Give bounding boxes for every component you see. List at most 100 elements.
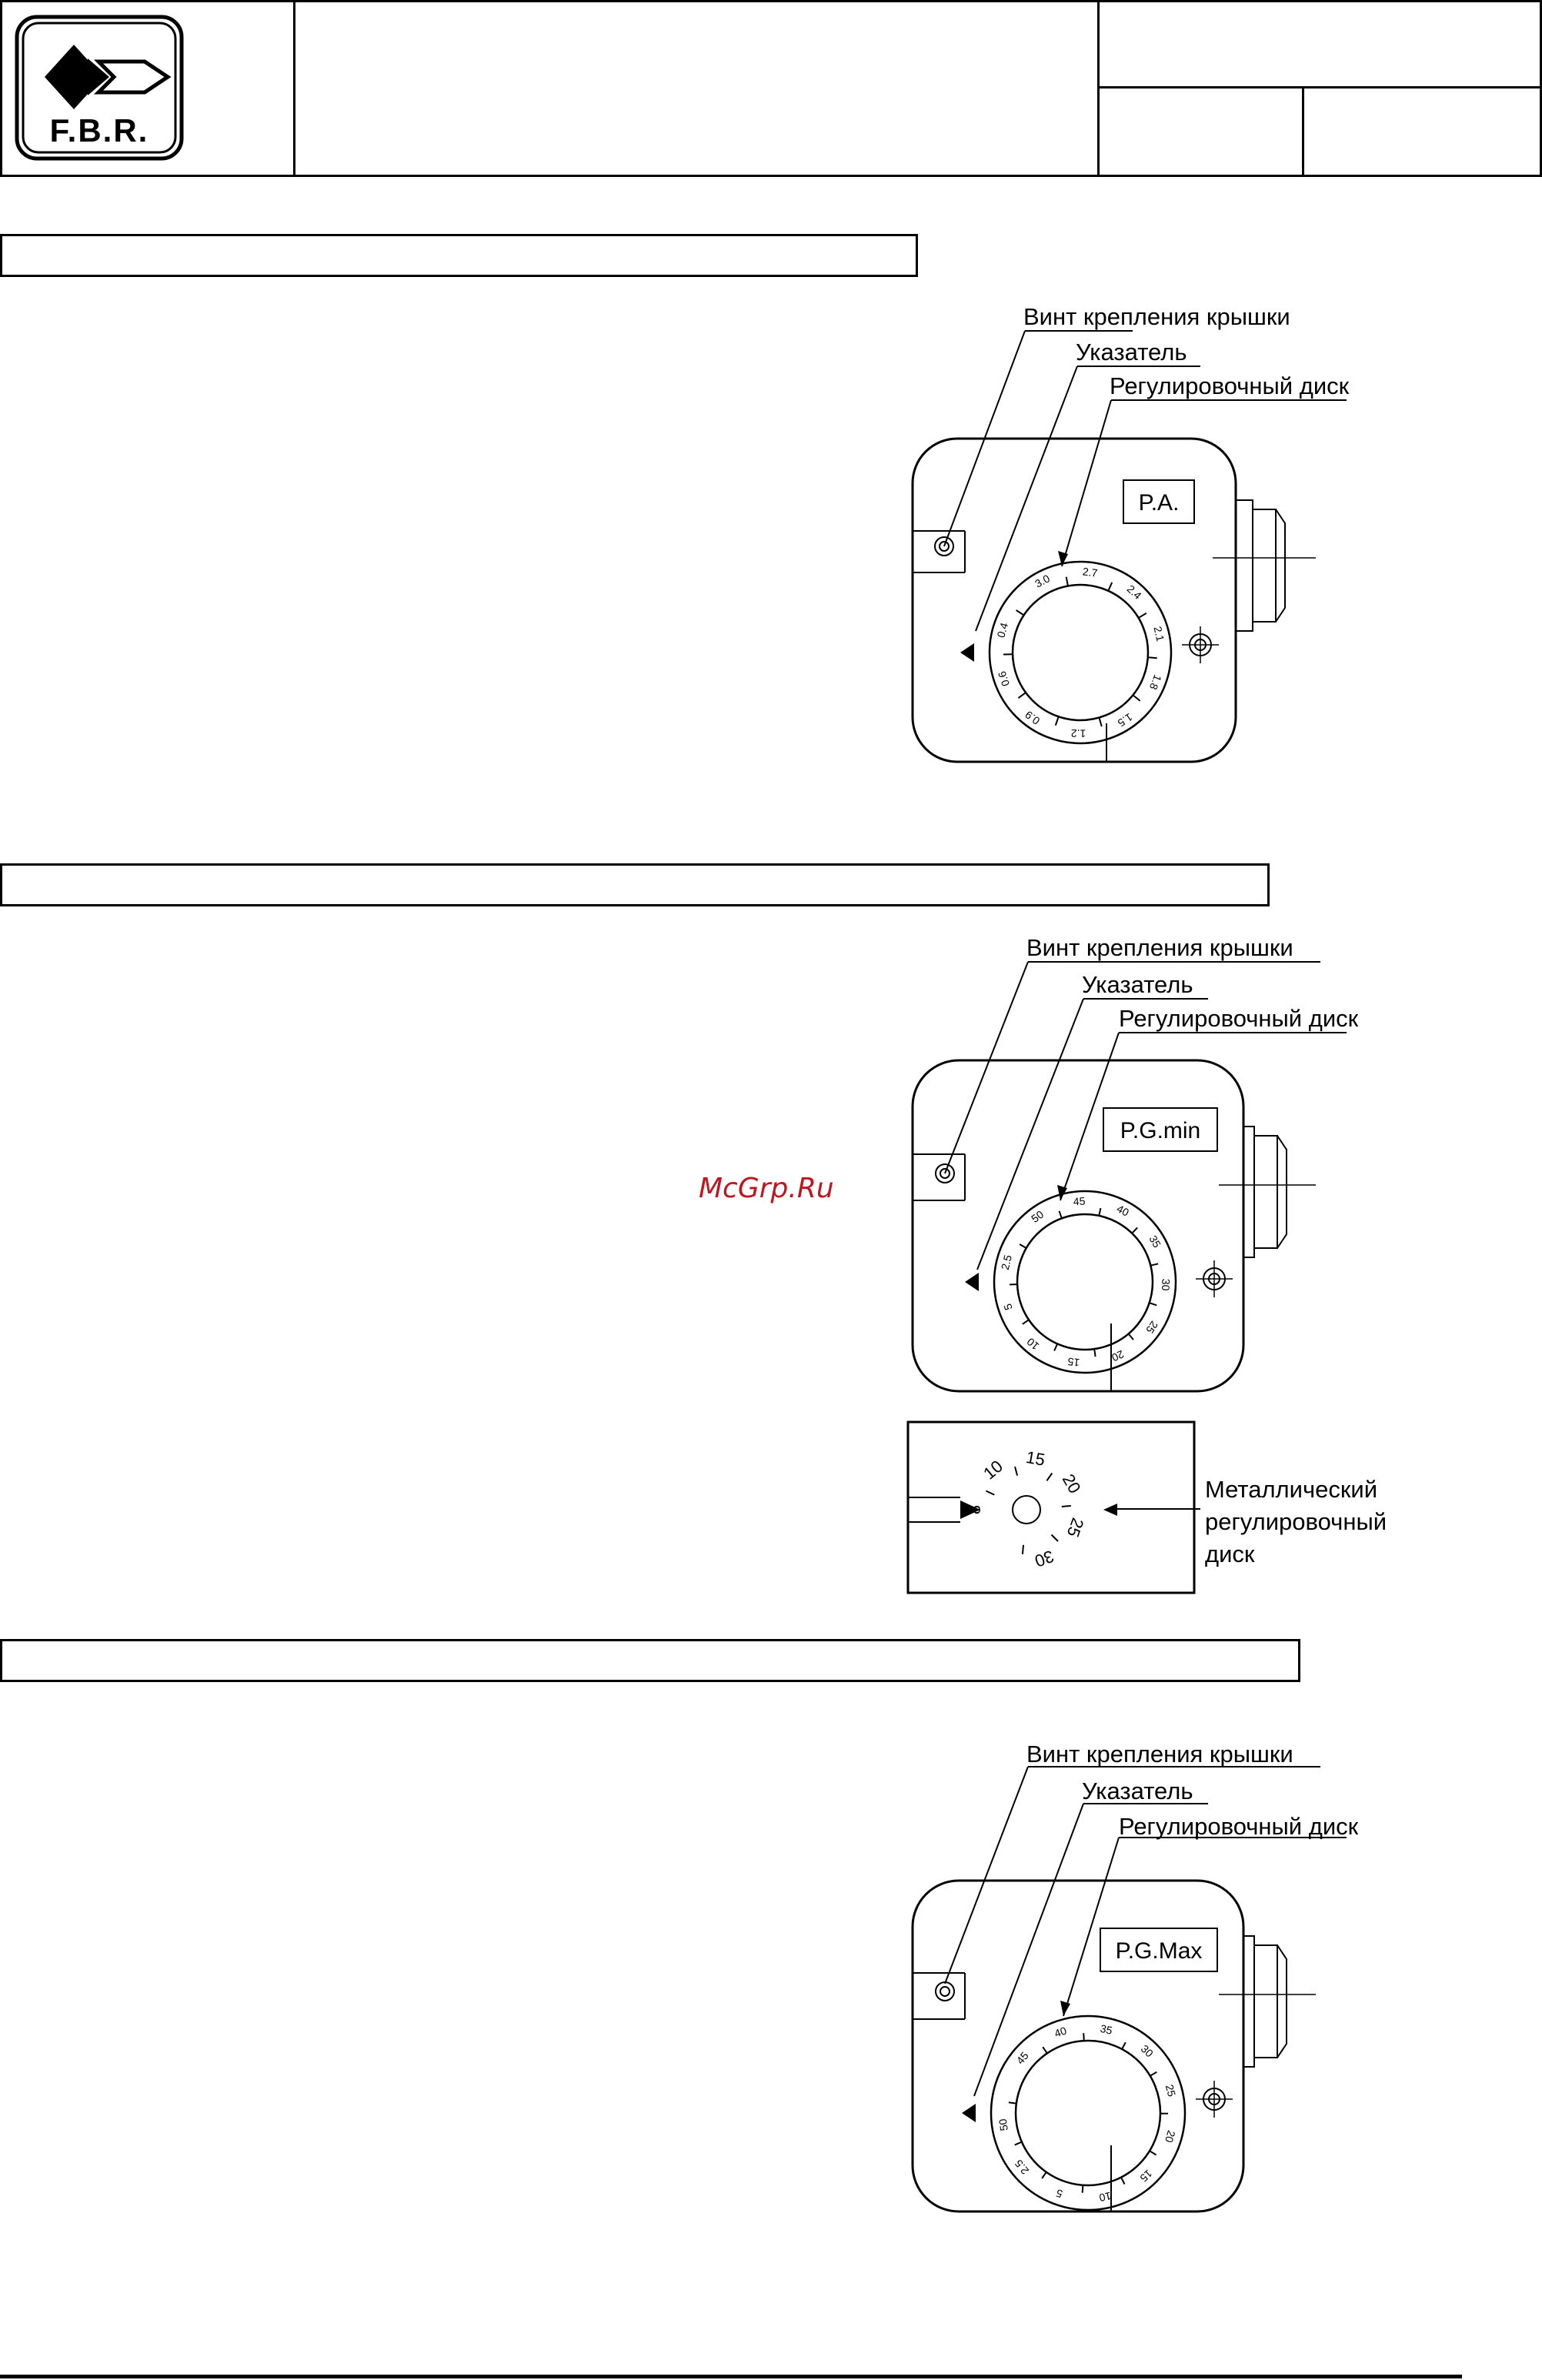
- dial-scale-label: 45: [1014, 2049, 1031, 2066]
- dial-scale-label: 10: [980, 1457, 1006, 1484]
- dial-tick: [985, 1490, 995, 1496]
- dial-tick: [1093, 1348, 1096, 1357]
- company-logo: F.B.R.: [14, 14, 185, 162]
- dial-tick: [1041, 2171, 1047, 2179]
- dial-tick: [1058, 1210, 1063, 1219]
- dial-scale-label: 40: [1053, 2025, 1068, 2040]
- header-frame: [0, 0, 1542, 177]
- label-metal-disc-3: диск: [1205, 1540, 1255, 1567]
- dial-scale-label: 2.5: [999, 1253, 1014, 1271]
- dial-tick: [1046, 1472, 1053, 1481]
- dial-tick: [1150, 1263, 1159, 1267]
- dial-tick: [1127, 1333, 1134, 1340]
- header-divider-3: [1097, 86, 1542, 88]
- dial-tick: [1147, 656, 1157, 659]
- label-screw-1: Винт крепления крышки: [1023, 303, 1290, 330]
- dial-scale-label: 20: [1110, 1348, 1126, 1364]
- dial-scale-label: 1.8: [1147, 673, 1164, 692]
- label-disc-3: Регулировочный диск: [1119, 1813, 1359, 1840]
- dial-scale-label: 50: [996, 2118, 1010, 2131]
- dial-scale-label: 8: [965, 1505, 984, 1514]
- dial-tick: [1053, 1343, 1059, 1351]
- section-bar-3: [0, 1639, 1300, 1682]
- dial-tick: [1098, 717, 1103, 727]
- badge-pa: P.A.: [1139, 490, 1180, 516]
- dial-scale-label: 40: [1115, 1202, 1131, 1219]
- dial-scale-label: 10: [1098, 2190, 1113, 2205]
- dial-scale-label: 35: [1100, 2022, 1114, 2037]
- dial-tick: [1008, 2101, 1016, 2105]
- dial-scale-label: 2.1: [1151, 625, 1167, 643]
- fbr-logo-icon: [15, 15, 184, 161]
- dial-scale-pgmin: 50 45 40 35 30 25 20 15 10 5 2.5: [999, 1194, 1173, 1369]
- dial-scale-label: 5: [1001, 1302, 1015, 1312]
- section-bar-2: [0, 863, 1270, 906]
- dial-tick: [1022, 1319, 1030, 1325]
- dial-scale-label: 0.6: [996, 669, 1013, 688]
- dial-scale-label: 25: [1143, 1319, 1160, 1336]
- label-screw-3: Винт крепления крышки: [1026, 1741, 1293, 1767]
- label-pointer-3: Указатель: [1082, 1777, 1193, 1804]
- dial-tick: [1132, 694, 1141, 702]
- dial-tick: [1120, 2177, 1126, 2185]
- dial-tick: [1065, 576, 1069, 586]
- dial-tick: [1061, 1504, 1071, 1507]
- dial-scale-label: 5: [1054, 2187, 1064, 2201]
- header-divider-2: [1097, 0, 1100, 177]
- badge-pgmax: P.G.Max: [1116, 1938, 1203, 1964]
- watermark: McGrp.Ru: [699, 1173, 834, 1204]
- dial-tick: [1083, 2033, 1085, 2041]
- dial-scale-label: 20: [1059, 1470, 1085, 1497]
- dial-tick: [1131, 1227, 1138, 1234]
- device-pgmin-drawing: P.G.min 50 45 40 35 30 25 20 15 10 5 2.5: [911, 961, 1347, 1393]
- dial-tick: [1054, 716, 1060, 726]
- dial-scale-label: 15: [1066, 1355, 1080, 1369]
- dial-scale-label: 30: [1139, 2042, 1156, 2059]
- label-screw-2: Винт крепления крышки: [1026, 934, 1293, 961]
- dial-scale-label: 0.4: [994, 621, 1010, 639]
- dial-tick: [1138, 612, 1147, 619]
- dial-scale-label: 2.7: [1082, 565, 1098, 579]
- dial-tick: [1019, 1243, 1027, 1249]
- badge-pgmin: P.G.min: [1120, 1118, 1201, 1143]
- label-pointer-2: Указатель: [1082, 971, 1193, 998]
- dial-scale-label: 15: [1137, 2167, 1154, 2184]
- dial-tick: [1050, 1534, 1059, 1542]
- dial-scale-label: 35: [1146, 1233, 1163, 1250]
- dial-scale-label: 10: [1024, 1335, 1041, 1352]
- label-metal-disc-1: Металлический: [1205, 1476, 1378, 1503]
- dial-tick: [1014, 2141, 1023, 2146]
- dial-scale-label: 45: [1073, 1194, 1086, 1207]
- dial-tick: [1017, 692, 1026, 699]
- dial-scale-label: 30: [1160, 1279, 1173, 1291]
- dial-tick: [1149, 2150, 1157, 2156]
- footer-rule: [0, 2375, 1462, 2378]
- metal-disc-pointer-line: [1117, 1508, 1200, 1510]
- dial-tick: [1149, 1302, 1157, 1307]
- section-bar-1: [0, 234, 918, 277]
- label-metal-disc-2: регулировочный: [1205, 1508, 1387, 1535]
- label-pointer-1: Указатель: [1076, 339, 1187, 366]
- dial-tick: [1016, 609, 1025, 616]
- dial-scale-label: 15: [1025, 1447, 1046, 1470]
- dial-scale-label: 30: [1032, 1547, 1056, 1571]
- dial-scale-label: 2.5: [1012, 2158, 1031, 2177]
- header-divider-1: [293, 0, 295, 177]
- dial-scale-label: 25: [1163, 2083, 1179, 2098]
- dial-scale-label: 50: [1029, 1208, 1046, 1225]
- dial-tick: [1014, 1466, 1019, 1476]
- dial-tick: [1042, 2046, 1048, 2054]
- label-disc-2: Регулировочный диск: [1119, 1005, 1359, 1032]
- logo-text: F.B.R.: [49, 112, 149, 149]
- dial-scale-label: 3.0: [1033, 572, 1052, 589]
- dial-scale-label: 1.2: [1070, 727, 1086, 739]
- label-disc-1: Регулировочный диск: [1110, 372, 1350, 399]
- dial-tick: [1098, 1207, 1102, 1217]
- dial-tick: [1150, 2071, 1157, 2077]
